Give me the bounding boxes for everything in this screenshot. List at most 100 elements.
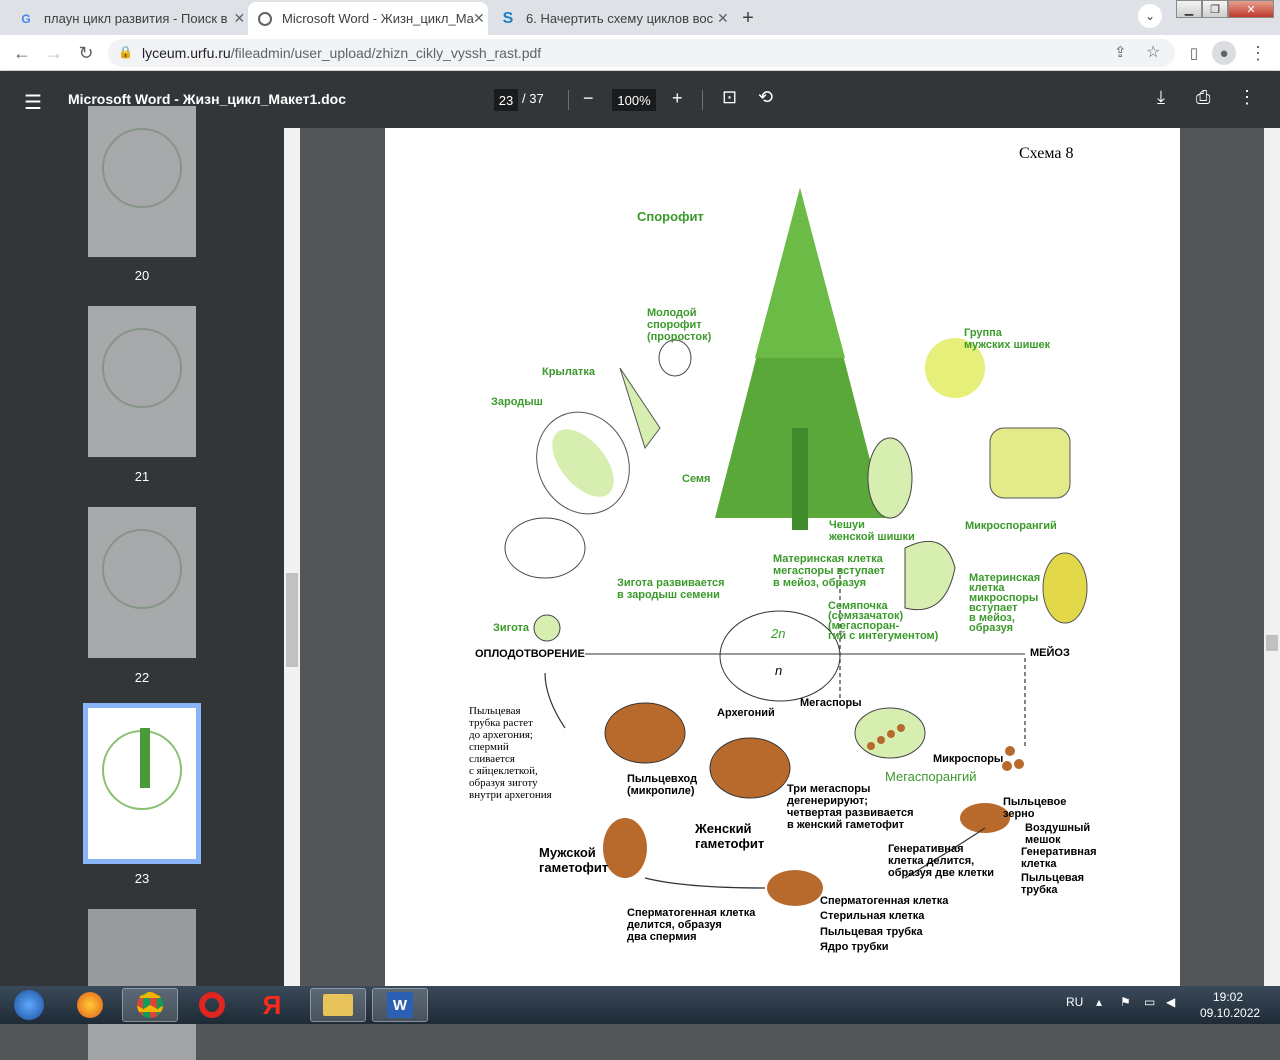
rotate-icon[interactable]: ⟲	[758, 87, 774, 107]
spruce-tree	[715, 188, 885, 530]
label-megasporangium: Мегаспорангий	[885, 769, 977, 784]
thumbnail-tree	[140, 728, 150, 788]
zoom-input[interactable]: 100%	[612, 89, 656, 111]
label-zygote-develops: Зигота развивается в зародыш семени	[617, 577, 725, 601]
forward-button[interactable]: →	[45, 42, 63, 63]
language-indicator[interactable]: RU	[1066, 995, 1084, 1009]
lock-icon[interactable]: 🔒	[118, 45, 133, 59]
label-young-sporophyte: Молодой спорофит (проросток)	[647, 307, 712, 343]
close-window-button[interactable]: ✕	[1228, 0, 1274, 18]
label-seed: Семя	[682, 473, 711, 485]
close-icon[interactable]: ✕	[717, 10, 729, 26]
thumbnail-page-23[interactable]	[83, 703, 201, 864]
tab-scheme[interactable]: S 6. Начертить схему циклов вос ✕	[490, 2, 729, 35]
chrome-taskbar-button[interactable]	[122, 988, 178, 1022]
label-female-scales: Чешуи женской шишки	[829, 519, 915, 543]
more-menu-icon[interactable]: ⋮	[1249, 42, 1267, 63]
opera-taskbar-button[interactable]	[184, 988, 240, 1022]
minimize-button[interactable]: ▁	[1176, 0, 1202, 18]
label-microsporangium: Микроспорангий	[965, 520, 1057, 532]
page-number-input[interactable]: 23	[494, 89, 518, 111]
zygote-developing	[504, 517, 586, 579]
clock-time[interactable]: 19:02	[1213, 990, 1244, 1004]
microspores-drawing	[1002, 746, 1024, 771]
label-ovule: Семяпочка (семязачаток) (мегаспоран- гий…	[828, 600, 939, 642]
sidebar-scroll-thumb[interactable]	[286, 573, 298, 667]
more-options-icon[interactable]: ⋮	[1238, 87, 1256, 107]
thumbnail-page-22[interactable]	[88, 507, 196, 658]
main-scroll-thumb[interactable]	[1266, 635, 1278, 651]
megaspores	[867, 724, 905, 750]
google-icon: G	[21, 11, 31, 26]
label-pollen-tube2: Пыльцевая трубка	[820, 926, 923, 938]
pollen-grain	[960, 803, 1010, 833]
label-2n: 2n	[771, 626, 786, 641]
ploidy-circle	[719, 610, 841, 702]
yandex-taskbar-button[interactable]: Я	[244, 988, 300, 1022]
thumbnail-page-21[interactable]	[88, 306, 196, 457]
tab-search-button[interactable]: ⌄	[1138, 4, 1162, 28]
tab-pdf[interactable]: Microsoft Word - Жизн_цикл_Ма ✕	[248, 2, 488, 35]
label-embryo: Зародыш	[491, 396, 543, 408]
tab-google-search[interactable]: G плаун цикл развития - Поиск в ✕	[8, 2, 246, 35]
download-icon[interactable]: ⤓	[1157, 87, 1165, 107]
label-micropyle: Пыльцевход (микропиле)	[627, 773, 698, 797]
fit-page-icon[interactable]: ⊡	[722, 87, 738, 107]
explorer-taskbar-button[interactable]	[310, 988, 366, 1022]
pdf-page: Схема 8 Спорофит Молодой спорофит (проро…	[385, 128, 1180, 986]
label-sterile-cell: Стерильная клетка	[820, 910, 925, 922]
label-megaspore-mother: Материнская клетка мегаспоры вступает в …	[773, 553, 886, 589]
print-icon[interactable]: ⎙	[1196, 87, 1211, 107]
word-taskbar-button[interactable]: W	[372, 988, 428, 1022]
pollen-tube-stage	[767, 870, 823, 906]
label-microspores: Микроспоры	[933, 753, 1004, 765]
clock-date[interactable]: 09.10.2022	[1200, 1006, 1261, 1020]
opera-icon	[199, 992, 225, 1018]
browser-toolbar: ← → ↻ 🔒 lyceum.urfu.ru/fileadmin/user_up…	[0, 35, 1280, 71]
main-scrollbar[interactable]	[1264, 128, 1280, 986]
new-tab-button[interactable]: +	[742, 6, 754, 29]
microsporangia	[989, 427, 1071, 499]
profile-avatar-icon[interactable]: ●	[1212, 41, 1236, 65]
maximize-button[interactable]: ❐	[1202, 0, 1228, 18]
tab-title: плаун цикл развития - Поиск в	[44, 11, 228, 26]
tray-expand-icon[interactable]: ▴	[1096, 995, 1103, 1009]
divider	[702, 90, 703, 110]
network-icon[interactable]: ▭	[1144, 995, 1156, 1009]
close-icon[interactable]: ✕	[473, 10, 485, 26]
thumbnail-label: 22	[134, 670, 150, 685]
back-button[interactable]: ←	[13, 42, 31, 63]
folder-icon	[323, 994, 353, 1016]
divider	[568, 90, 569, 110]
label-megaspores: Мегаспоры	[800, 697, 862, 709]
menu-icon[interactable]: ☰	[24, 92, 42, 114]
sidebar-scrollbar[interactable]	[284, 128, 300, 986]
thumbnail-label: 23	[134, 871, 150, 886]
label-tube-nucleus: Ядро трубки	[820, 941, 889, 953]
tab-title: 6. Начертить схему циклов вос	[526, 11, 714, 26]
label-wing: Крылатка	[542, 366, 595, 378]
label-male-cones: Группа мужских шишек	[964, 327, 1051, 351]
thumbnail-page-24[interactable]	[88, 909, 196, 1060]
share-icon[interactable]: ⇪	[1114, 44, 1127, 61]
label-female-gametophyte: Женский гаметофит	[695, 821, 765, 851]
side-panel-icon[interactable]: ▯	[1189, 45, 1199, 62]
volume-icon[interactable]: ◀	[1166, 995, 1176, 1009]
label-n: n	[775, 663, 783, 678]
flag-icon[interactable]: ⚑	[1120, 995, 1131, 1009]
male-gametophyte-drawing	[603, 818, 647, 878]
archegonium-1	[604, 702, 686, 764]
male-cones	[925, 338, 985, 398]
reload-button[interactable]: ↻	[78, 42, 94, 63]
label-generative-cell: Генеративная клетка	[1021, 846, 1097, 870]
firefox-taskbar-button[interactable]	[62, 988, 118, 1022]
zoom-in-button[interactable]: +	[672, 88, 683, 108]
female-cone	[867, 437, 913, 519]
bookmark-star-icon[interactable]: ☆	[1146, 44, 1161, 61]
zoom-out-button[interactable]: −	[583, 88, 594, 108]
address-bar[interactable]: 🔒 lyceum.urfu.ru/fileadmin/user_upload/z…	[108, 39, 1175, 67]
start-button[interactable]	[2, 988, 56, 1022]
embryo	[552, 429, 614, 497]
close-icon[interactable]: ✕	[233, 10, 246, 26]
thumbnail-page-20[interactable]	[88, 106, 196, 257]
